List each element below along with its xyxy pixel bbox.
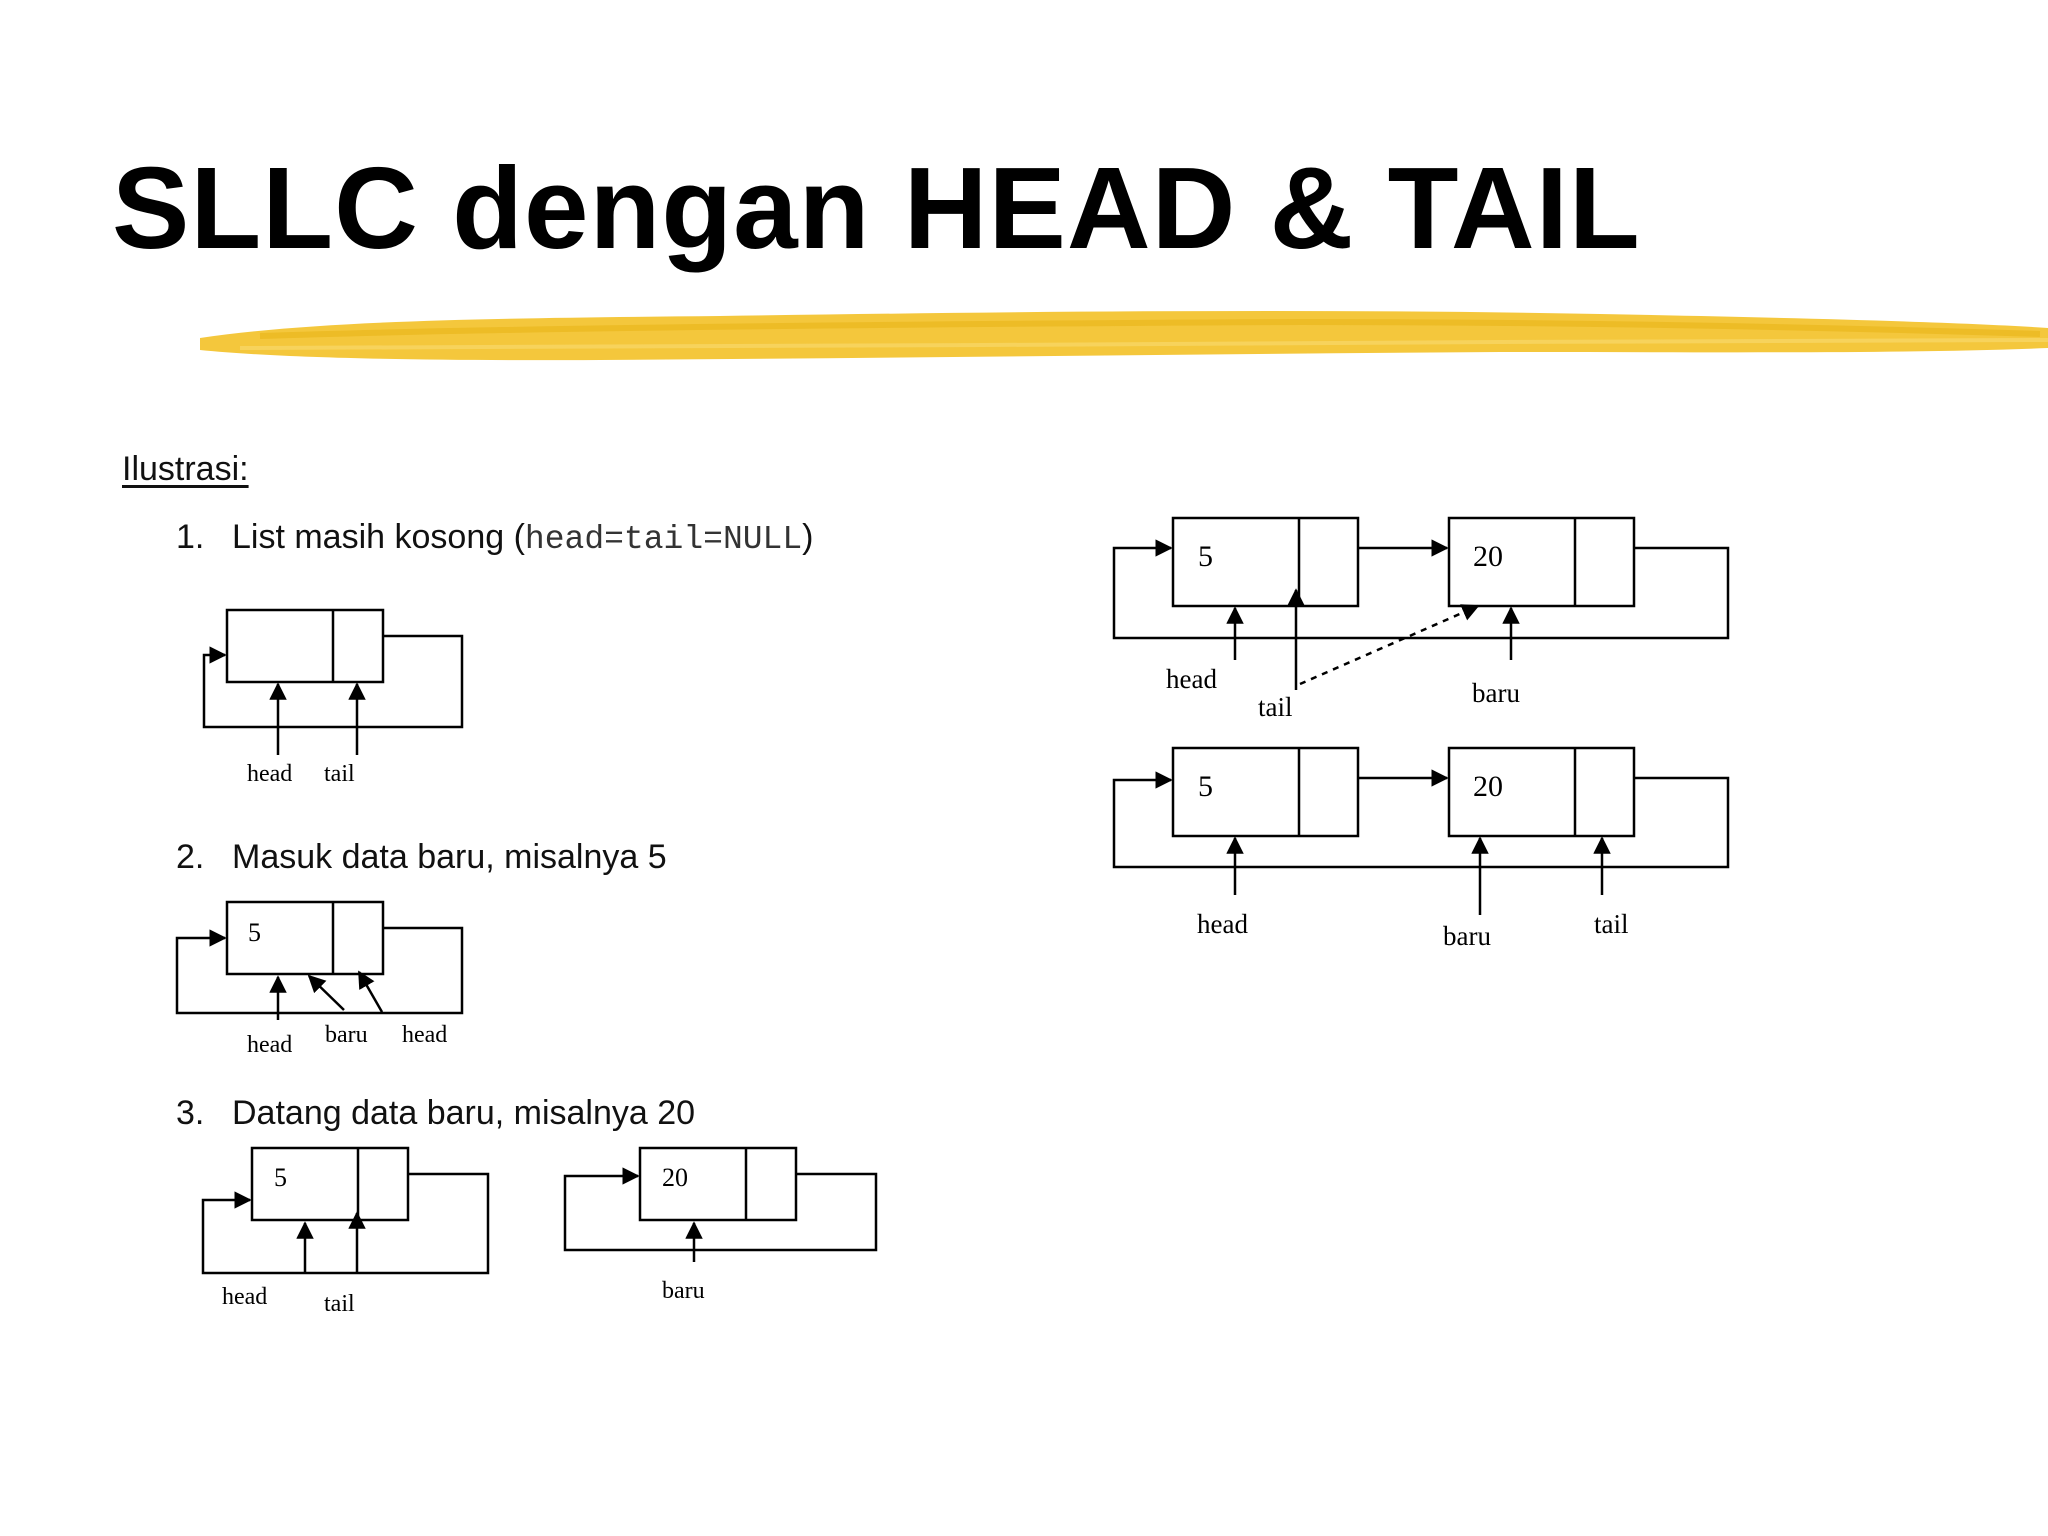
step-description: Masuk data baru, misalnya 5 (232, 838, 667, 876)
step-3-text: 3. Datang data baru, misalnya 20 (176, 1094, 695, 1133)
step-description-end: ) (802, 518, 814, 556)
diagram-label: baru (1472, 678, 1520, 708)
step-description: List masih kosong ( (232, 518, 525, 556)
node-box (1447, 746, 1636, 838)
node-value: 5 (1198, 540, 1213, 573)
diagram-label: head (222, 1284, 267, 1310)
diagram-label: tail (1594, 909, 1629, 939)
circular-link (1112, 539, 1730, 640)
circular-link (202, 634, 464, 729)
baru-pointer (307, 974, 345, 1011)
diagram-label: baru (662, 1278, 705, 1304)
tail-move-pointer (1299, 604, 1480, 686)
step-code: head=tail=NULL (524, 521, 803, 558)
diagram-label: head (1166, 664, 1217, 694)
node-box (1171, 516, 1360, 608)
step-number: 3. (176, 1094, 205, 1132)
node-value: 20 (662, 1163, 688, 1192)
diagram-step3-node-a (201, 1146, 490, 1275)
step-description: Datang data baru, misalnya 20 (232, 1094, 696, 1132)
diagram-label: head (247, 1032, 292, 1058)
circular-link (1112, 771, 1730, 869)
diagram-label: head (402, 1022, 447, 1048)
node-value: 20 (1473, 770, 1503, 803)
diagram-label: head (247, 761, 292, 787)
diagram-label: baru (325, 1022, 368, 1048)
step-number: 2. (176, 838, 205, 876)
diagram-label: baru (1443, 921, 1491, 951)
node-box (225, 900, 385, 976)
illustration-label: Ilustrasi: (122, 450, 249, 488)
diagram-label: tail (1258, 692, 1293, 722)
node-value: 5 (248, 918, 261, 947)
diagram-empty-list (202, 608, 464, 755)
node-value: 5 (274, 1163, 287, 1192)
diagram-single-node (175, 900, 464, 1020)
node-box (225, 608, 385, 684)
diagram-step3-node-b (563, 1146, 878, 1262)
step-1-text: 1. List masih kosong (head=tail=NULL) (176, 518, 813, 558)
node-box (1171, 746, 1360, 838)
diagram-right-top (1112, 516, 1730, 690)
node-value: 20 (1473, 540, 1503, 573)
diagram-right-bottom (1112, 746, 1730, 915)
diagram-label: tail (324, 761, 355, 787)
step-2-text: 2. Masuk data baru, misalnya 5 (176, 838, 667, 877)
slide-title: SLLC dengan HEAD & TAIL (112, 143, 1641, 273)
circular-link (175, 926, 464, 1015)
node-box (1447, 516, 1636, 608)
node-value: 5 (1198, 770, 1213, 803)
step-number: 1. (176, 518, 205, 556)
node-box (250, 1146, 410, 1222)
head-pointer-second (357, 970, 384, 1013)
diagram-label: head (1197, 909, 1248, 939)
circular-link (201, 1172, 490, 1275)
diagram-label: tail (324, 1291, 355, 1317)
node-box (638, 1146, 798, 1222)
circular-link (563, 1167, 878, 1252)
highlighter-stroke-decoration (200, 310, 2048, 361)
